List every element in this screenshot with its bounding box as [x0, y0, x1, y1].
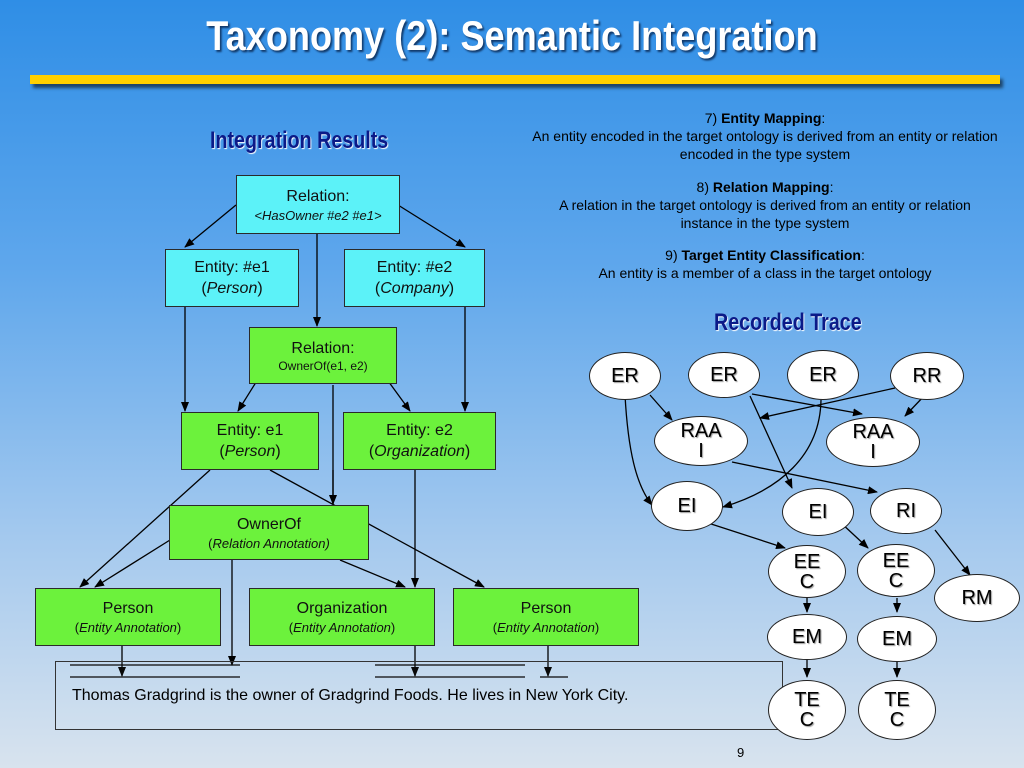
entity-e1-top-type: Person: [206, 280, 258, 297]
entity-e2-box: Entity: e2 (Organization): [343, 412, 496, 470]
paren-open: (: [74, 620, 80, 635]
definition-colon: :: [821, 110, 826, 126]
entity-e1-label: Entity: e1: [216, 422, 284, 439]
trace-node-eec-1: EEC: [768, 545, 846, 598]
trace-node-ei-1: EI: [651, 481, 723, 531]
page-number: 9: [737, 745, 745, 760]
definition-colon: :: [860, 247, 865, 263]
trace-node-raai-1: RAAI: [654, 416, 748, 466]
trace-node-tec-2: TEC: [858, 680, 936, 740]
definition-number: 9): [665, 247, 682, 263]
definition-colon: :: [829, 179, 834, 195]
entity-e2-label: Entity: e2: [386, 422, 453, 439]
recorded-trace-heading: Recorded Trace: [714, 309, 862, 336]
organization-label: Organization: [296, 600, 388, 617]
trace-node-er-3: ER: [787, 350, 859, 400]
entity-e2-top-type: Company: [380, 280, 449, 297]
paren-open: (: [288, 620, 294, 635]
trace-node-rr: RR: [890, 352, 964, 400]
definition-entity-mapping: 7) Entity Mapping: An entity encoded in …: [505, 109, 1024, 163]
person-left-label: Person: [102, 600, 154, 617]
definition-text: An entity is a member of a class in the …: [598, 265, 932, 281]
paren-close: ): [275, 443, 281, 460]
definition-term: Entity Mapping: [721, 110, 822, 126]
paren-open: (: [201, 280, 207, 297]
paren-close: ): [257, 280, 263, 297]
relation-top-box: Relation: <HasOwner #e2 #e1>: [236, 175, 400, 234]
title-underline: [30, 75, 1000, 84]
paren-close: ): [448, 280, 455, 297]
paren-close: ): [390, 620, 396, 635]
source-sentence: Thomas Gradgrind is the owner of Gradgri…: [72, 687, 629, 704]
relation-top-label: Relation:: [286, 187, 350, 205]
person-right-label: Person: [520, 600, 572, 617]
relation-mid-label: Relation:: [291, 339, 355, 357]
paren-open: (: [368, 443, 375, 460]
entity-e1-top-box: Entity: #e1 (Person): [165, 249, 299, 307]
person-right-type: Entity Annotation: [497, 620, 595, 635]
definition-text: An entity encoded in the target ontology…: [532, 128, 998, 162]
entity-e1-box: Entity: e1 (Person): [181, 412, 319, 470]
trace-node-tec-1: TEC: [768, 680, 846, 740]
trace-node-em-1: EM: [767, 614, 847, 660]
person-right-box: Person (Entity Annotation): [453, 588, 639, 646]
trace-node-er-2: ER: [688, 352, 760, 398]
trace-node-er-1: ER: [589, 352, 661, 400]
trace-node-eec-2: EEC: [857, 544, 935, 597]
trace-node-raai-2: RAAI: [826, 417, 920, 467]
organization-type: Entity Annotation: [293, 620, 391, 635]
relation-mid-box: Relation: OwnerOf(e1, e2): [249, 327, 397, 384]
trace-node-em-2: EM: [857, 616, 937, 662]
definition-relation-mapping: 8) Relation Mapping: A relation in the t…: [505, 178, 1024, 232]
trace-node-rm: RM: [934, 574, 1020, 622]
entity-e1-type: Person: [224, 443, 276, 460]
entity-e2-top-label: Entity: #e2: [376, 259, 453, 276]
organization-box: Organization (Entity Annotation): [249, 588, 435, 646]
paren-open: (: [374, 280, 381, 297]
definition-term: Relation Mapping: [712, 179, 830, 195]
paren-open: (: [219, 443, 225, 460]
definition-text: A relation in the target ontology is der…: [559, 197, 971, 231]
definition-number: 7): [704, 110, 722, 126]
trace-node-ei-2: EI: [782, 488, 854, 536]
person-left-box: Person (Entity Annotation): [35, 588, 221, 646]
ownerof-box: OwnerOf (Relation Annotation): [169, 505, 369, 560]
definition-target-entity-classification: 9) Target Entity Classification: An enti…: [505, 246, 1024, 282]
page-title: Taxonomy (2): Semantic Integration: [206, 12, 818, 59]
relation-mid-value: OwnerOf(e1, e2): [278, 358, 368, 373]
entity-e1-top-label: Entity: #e1: [194, 259, 270, 276]
integration-results-heading: Integration Results: [210, 127, 389, 154]
ownerof-label: OwnerOf: [236, 515, 301, 533]
paren-open: (: [208, 535, 213, 551]
person-left-type: Entity Annotation: [79, 620, 177, 635]
definition-number: 8): [696, 179, 713, 195]
entity-e2-top-box: Entity: #e2 (Company): [344, 249, 485, 307]
trace-node-ri: RI: [870, 488, 942, 534]
paren-open: (: [492, 620, 498, 635]
entity-e2-type: Organization: [374, 443, 465, 460]
relation-top-value: <HasOwner #e2 #e1>: [254, 207, 382, 223]
paren-close: ): [176, 620, 182, 635]
paren-close: ): [464, 443, 471, 460]
definition-term: Target Entity Classification: [681, 247, 861, 263]
ownerof-type: Relation Annotation): [212, 535, 330, 551]
paren-close: ): [594, 620, 600, 635]
